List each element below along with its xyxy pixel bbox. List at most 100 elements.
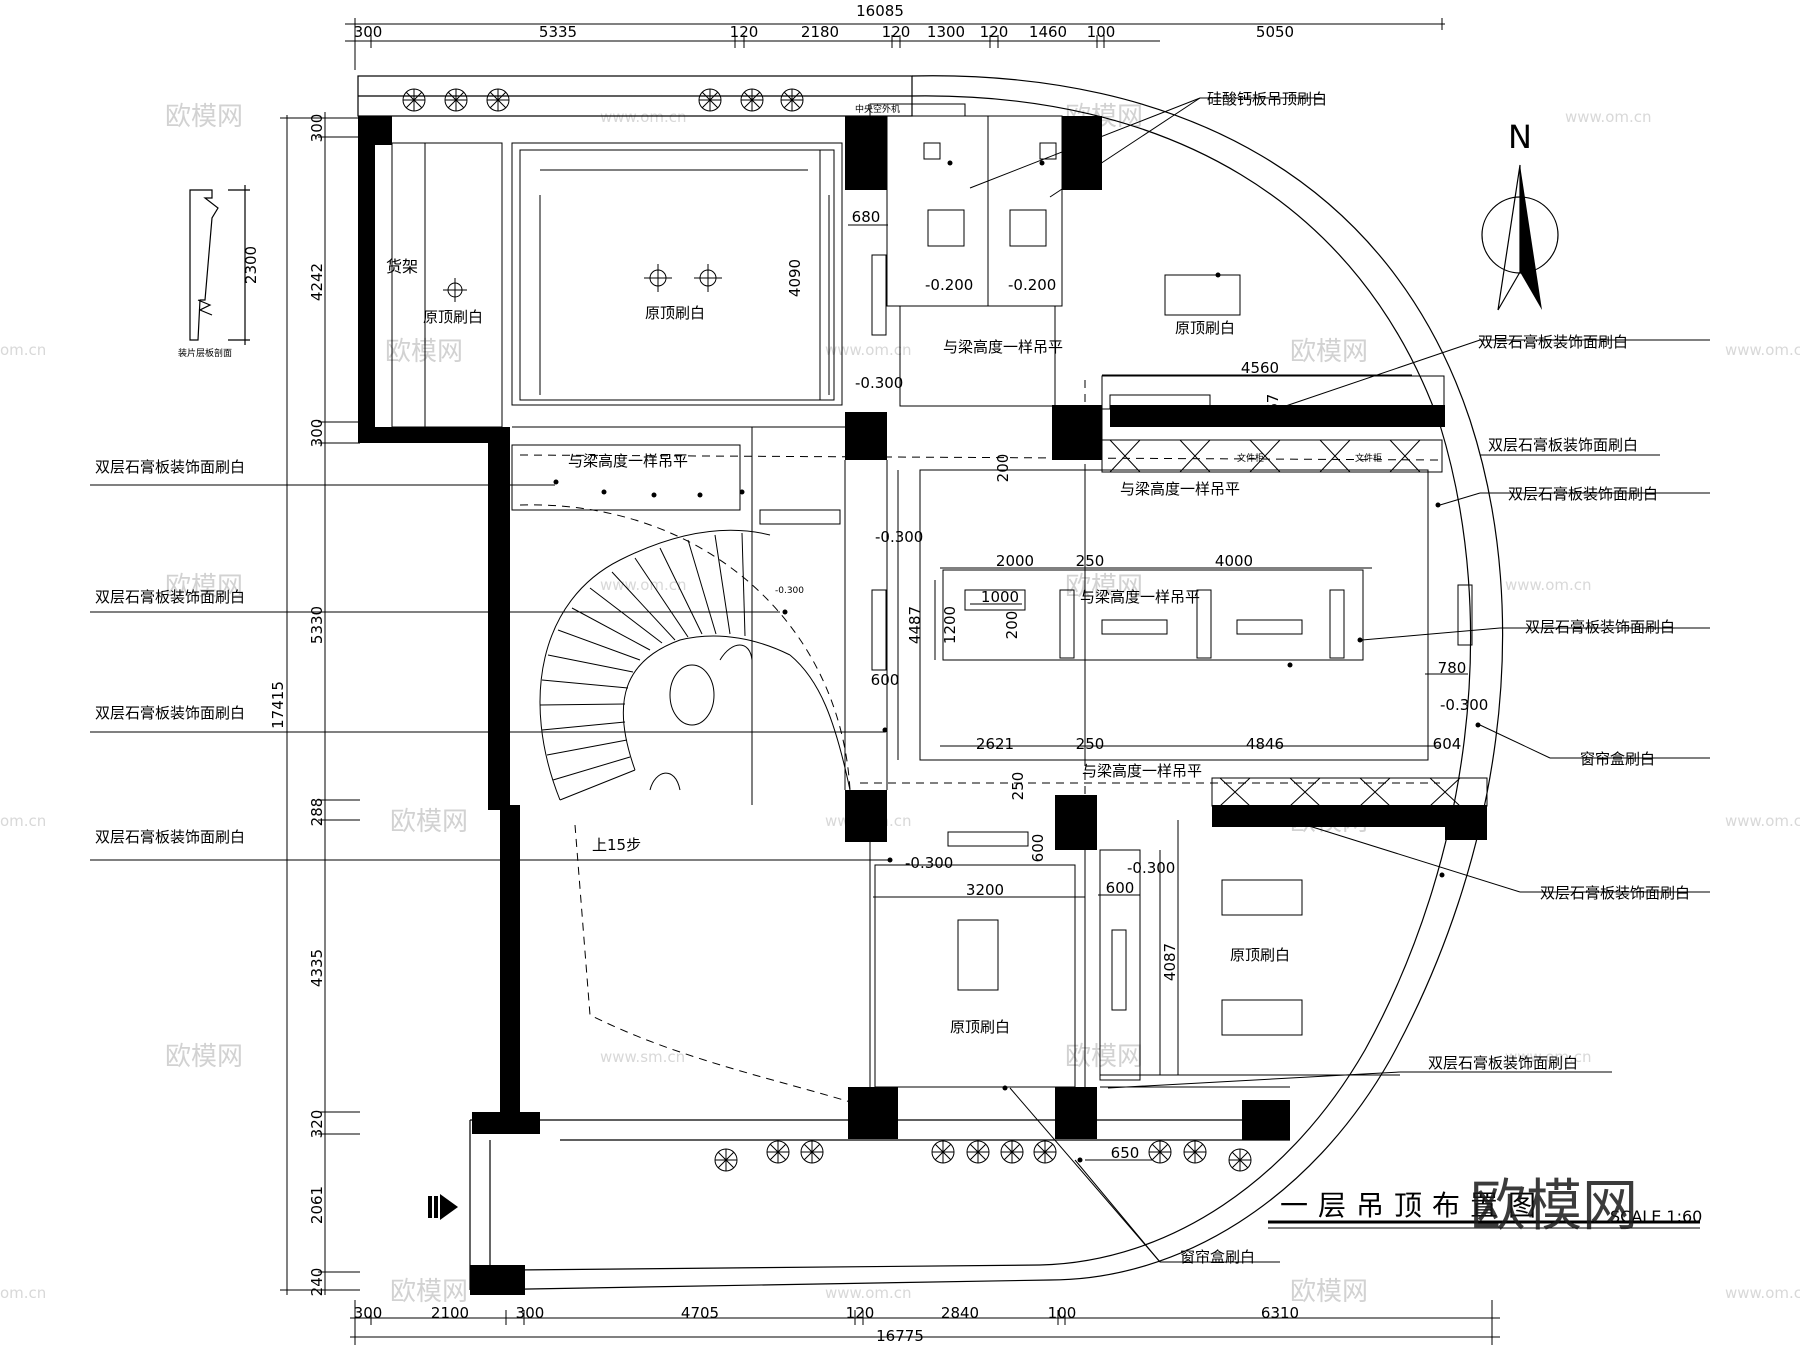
label-ac-unit: 中央空外机	[855, 103, 900, 115]
dim-bottom-seg: 120	[846, 1304, 875, 1322]
callout-gypsum-board: 双层石膏板装饰面刷白	[1540, 884, 1690, 902]
dim-inner: 850	[1198, 406, 1208, 423]
dim-left-seg: 288	[308, 798, 326, 827]
callout-gypsum-board: 双层石膏板装饰面刷白	[1508, 485, 1658, 503]
dim-top-seg: 2180	[801, 23, 839, 41]
watermark-site: www.om.cn	[825, 1284, 912, 1302]
dim-inner: 250	[1076, 552, 1105, 570]
label-beam-height: 与梁高度一样吊平	[1120, 480, 1240, 498]
dim-bottom-seg: 300	[516, 1304, 545, 1322]
label-plain-ceiling: 原顶刷白	[950, 1018, 1010, 1036]
label-file-cabinet: 文件柜	[1355, 452, 1382, 464]
title-block	[1268, 1220, 1700, 1229]
dim-inner: 200	[994, 454, 1012, 483]
cabinet-strips	[869, 103, 1488, 807]
dim-inner: 250	[1076, 735, 1105, 753]
label-beam-height: 与梁高度一样吊平	[568, 452, 688, 470]
dim-bottom-seg: 2100	[431, 1304, 469, 1322]
dim-bottom-seg: 6310	[1261, 1304, 1299, 1322]
dim-inner: 467	[1264, 394, 1282, 423]
dim-inner: 4560	[1241, 359, 1279, 377]
entry-arrow-icon	[428, 1194, 458, 1220]
dim-inner: 4846	[1246, 735, 1284, 753]
watermark-brand-large: 欧模网	[1470, 1174, 1638, 1239]
level-mark: -0.300	[1127, 859, 1175, 877]
watermark-site: om.cn	[0, 341, 46, 359]
north-arrow-icon	[1481, 164, 1559, 311]
callout-gypsum-board: 双层石膏板装饰面刷白	[1428, 1054, 1578, 1072]
dim-left-seg: 300	[308, 114, 326, 143]
dim-left-seg: 240	[308, 1268, 326, 1297]
watermark-site: www.om.cn	[1505, 576, 1592, 594]
watermark-brand: 欧模网	[390, 1277, 468, 1307]
callout-gypsum-board: 双层石膏板装饰面刷白	[1478, 333, 1628, 351]
light-fixtures	[443, 142, 1473, 1036]
watermark-site: www.sm.cn	[600, 1048, 685, 1066]
label-plain-ceiling: 原顶刷白	[1230, 946, 1290, 964]
spiral-staircase	[539, 529, 851, 801]
dim-bottom-seg: 2840	[941, 1304, 979, 1322]
dim-top-seg: 120	[980, 23, 1009, 41]
callout-curtain-box: 窗帘盒刷白	[1580, 750, 1655, 768]
interior-partitions	[391, 115, 1488, 1088]
downlights	[553, 160, 1481, 1163]
callout-gypsum-board: 双层石膏板装饰面刷白	[95, 588, 245, 606]
dim-bottom-seg: 100	[1048, 1304, 1077, 1322]
dimension-bottom	[350, 1300, 1500, 1345]
watermark-brand: 欧模网	[1290, 337, 1368, 367]
dim-inner: 4087	[1161, 943, 1179, 981]
dimension-top	[345, 18, 1445, 70]
callout-gypsum-board: 双层石膏板装饰面刷白	[1525, 618, 1675, 636]
dim-left-seg: 5330	[308, 606, 326, 644]
dim-section-height: 2300	[242, 246, 260, 284]
stair-boundary	[519, 380, 1441, 1106]
drawing-scale: SCALE 1:60	[1610, 1207, 1702, 1226]
dim-inner: 1000	[981, 588, 1019, 606]
label-plain-ceiling: 原顶刷白	[645, 304, 705, 322]
dim-left-seg: 300	[308, 419, 326, 448]
dim-top-seg: 5335	[539, 23, 577, 41]
dim-inner: 650	[1111, 1144, 1140, 1162]
dim-inner: 600	[1106, 879, 1135, 897]
dim-inner: 4487	[906, 606, 924, 644]
watermark-brand: 欧模网	[165, 1042, 243, 1072]
label-beam-height: 与梁高度一样吊平	[1082, 762, 1202, 780]
watermark-brand: 欧模网	[165, 572, 243, 602]
label-stairs: 上15步	[592, 836, 641, 854]
dim-left-seg: 320	[308, 1110, 326, 1139]
dim-left-seg: 4242	[308, 263, 326, 301]
callout-curtain-box: 窗帘盒刷白	[1180, 1248, 1255, 1266]
callout-gypsum-board: 双层石膏板装饰面刷白	[95, 458, 245, 476]
level-mark: -0.200	[1008, 276, 1056, 294]
inner-dimension-lines	[819, 150, 1468, 1161]
dim-inner: 600	[871, 671, 900, 689]
callout-silicate-ceiling: 硅酸钙板吊顶刷白	[1207, 90, 1327, 108]
level-mark: -0.200	[925, 276, 973, 294]
north-label: N	[1508, 118, 1532, 156]
label-plain-ceiling: 原顶刷白	[423, 308, 483, 326]
decorative-plants	[402, 88, 1252, 1172]
dim-top-seg: 300	[354, 23, 383, 41]
dim-inner: 4090	[786, 259, 804, 297]
dim-inner: 780	[1438, 659, 1467, 677]
level-mark: -0.300	[905, 854, 953, 872]
callout-gypsum-board: 双层石膏板装饰面刷白	[95, 704, 245, 722]
wall-west	[358, 116, 540, 1295]
watermark-site: www.om.cn	[600, 576, 687, 594]
callout-gypsum-board: 双层石膏板装饰面刷白	[95, 828, 245, 846]
dim-inner: 2621	[976, 735, 1014, 753]
level-mark: -0.300	[1420, 233, 1449, 243]
dim-left-overall: 17415	[269, 681, 287, 729]
dim-inner: 250	[1009, 772, 1027, 801]
dim-inner: 604	[1433, 735, 1462, 753]
label-file-cabinet: 文件柜	[1237, 452, 1264, 464]
watermark-site: om.cn	[0, 1284, 46, 1302]
dim-bottom-overall: 16775	[876, 1327, 924, 1345]
watermark-brand: 欧模网	[165, 102, 243, 132]
label-beam-height: 与梁高度一样吊平	[1080, 588, 1200, 606]
dim-top-seg: 120	[730, 23, 759, 41]
dim-top-seg: 1460	[1029, 23, 1067, 41]
watermark-site: om.cn	[0, 812, 46, 830]
level-mark: -0.300	[1440, 696, 1488, 714]
watermark-site: www.om.cn	[1505, 1048, 1592, 1066]
